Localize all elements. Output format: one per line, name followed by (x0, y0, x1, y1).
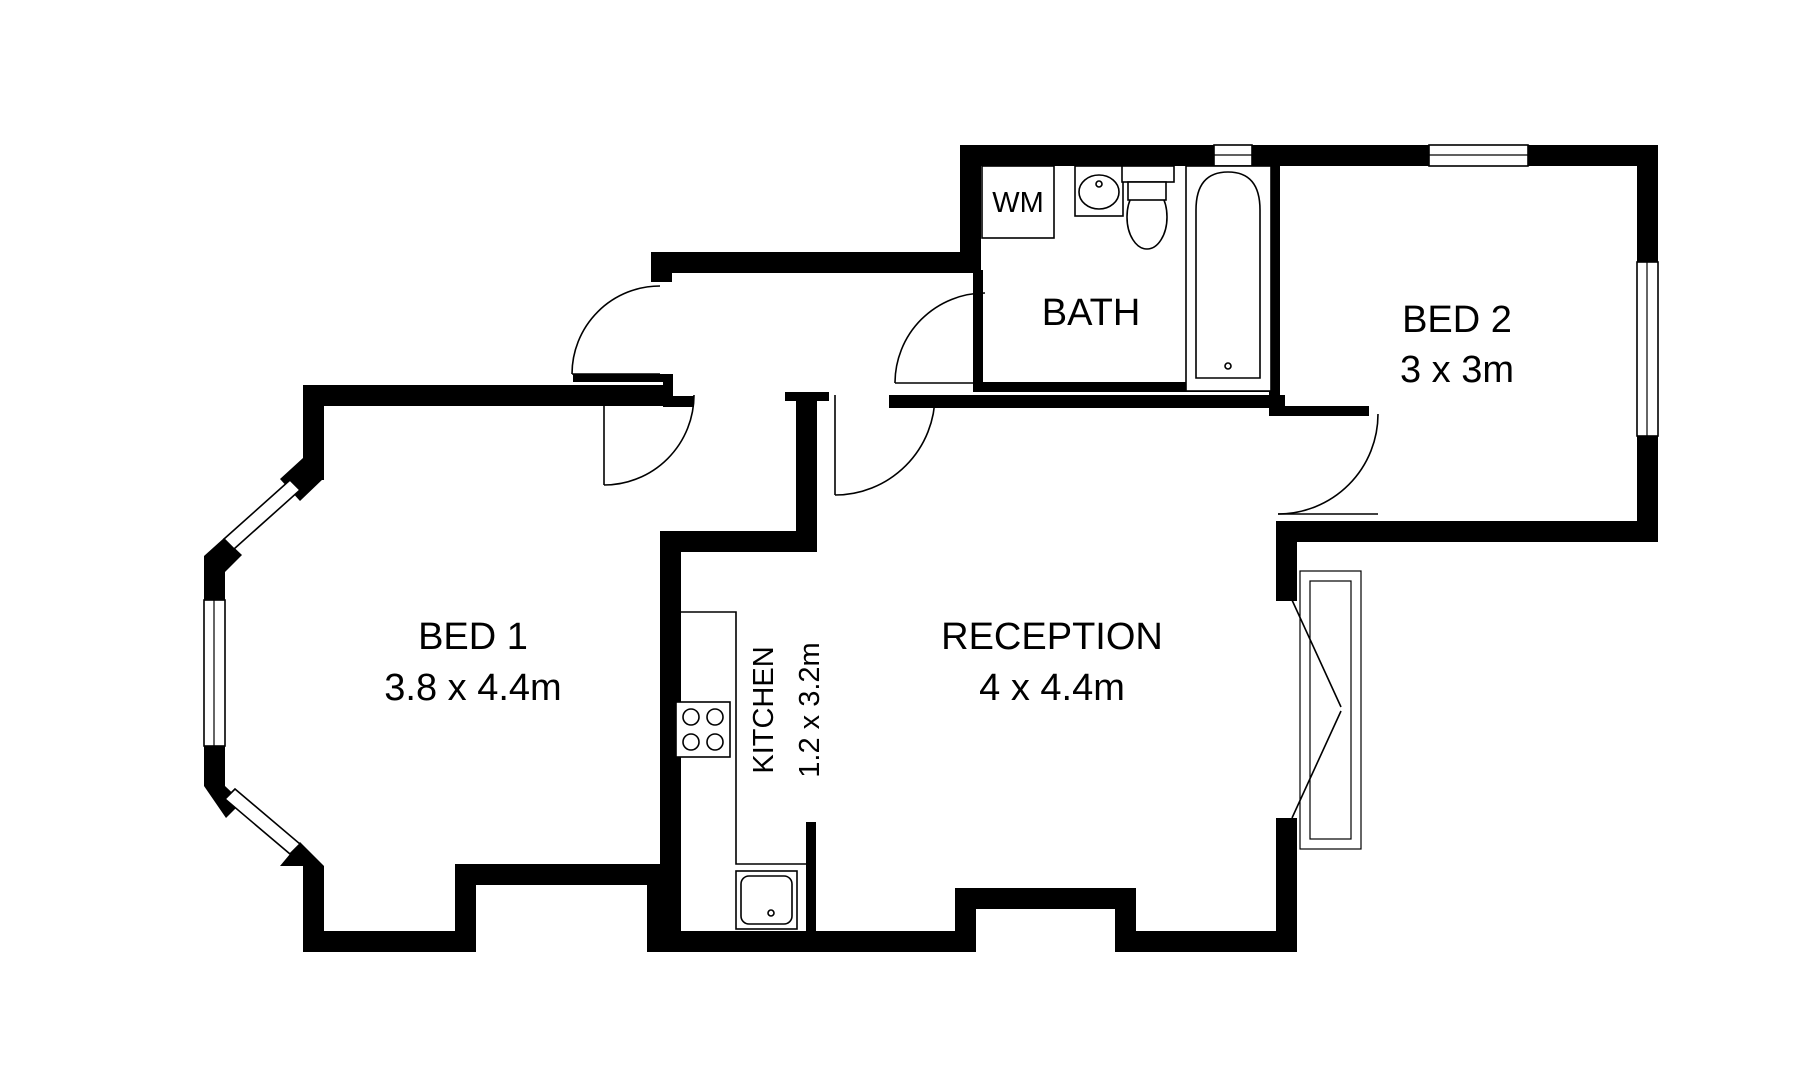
doors (571, 285, 1379, 850)
room-labels: WM BATH BED 2 3 x 3m BED 1 3.8 x 4.4m RE… (384, 187, 1514, 778)
bed2-size: 3 x 3m (1400, 349, 1514, 391)
kitchen-size: 1.2 x 3.2m (794, 642, 826, 777)
reception-name: RECEPTION (941, 616, 1163, 658)
kitchen-name: KITCHEN (748, 646, 780, 773)
reception-size: 4 x 4.4m (979, 667, 1125, 709)
bath-label: BATH (1042, 292, 1141, 334)
bed1-size: 3.8 x 4.4m (384, 667, 561, 709)
kitchen-label-group: KITCHEN 1.2 x 3.2m (748, 642, 826, 777)
fixtures (675, 165, 1272, 930)
walls (204, 145, 1658, 952)
bed1-name: BED 1 (418, 616, 528, 658)
windows (203, 144, 1659, 856)
bed2-name: BED 2 (1402, 299, 1512, 341)
wm-label: WM (992, 187, 1044, 219)
